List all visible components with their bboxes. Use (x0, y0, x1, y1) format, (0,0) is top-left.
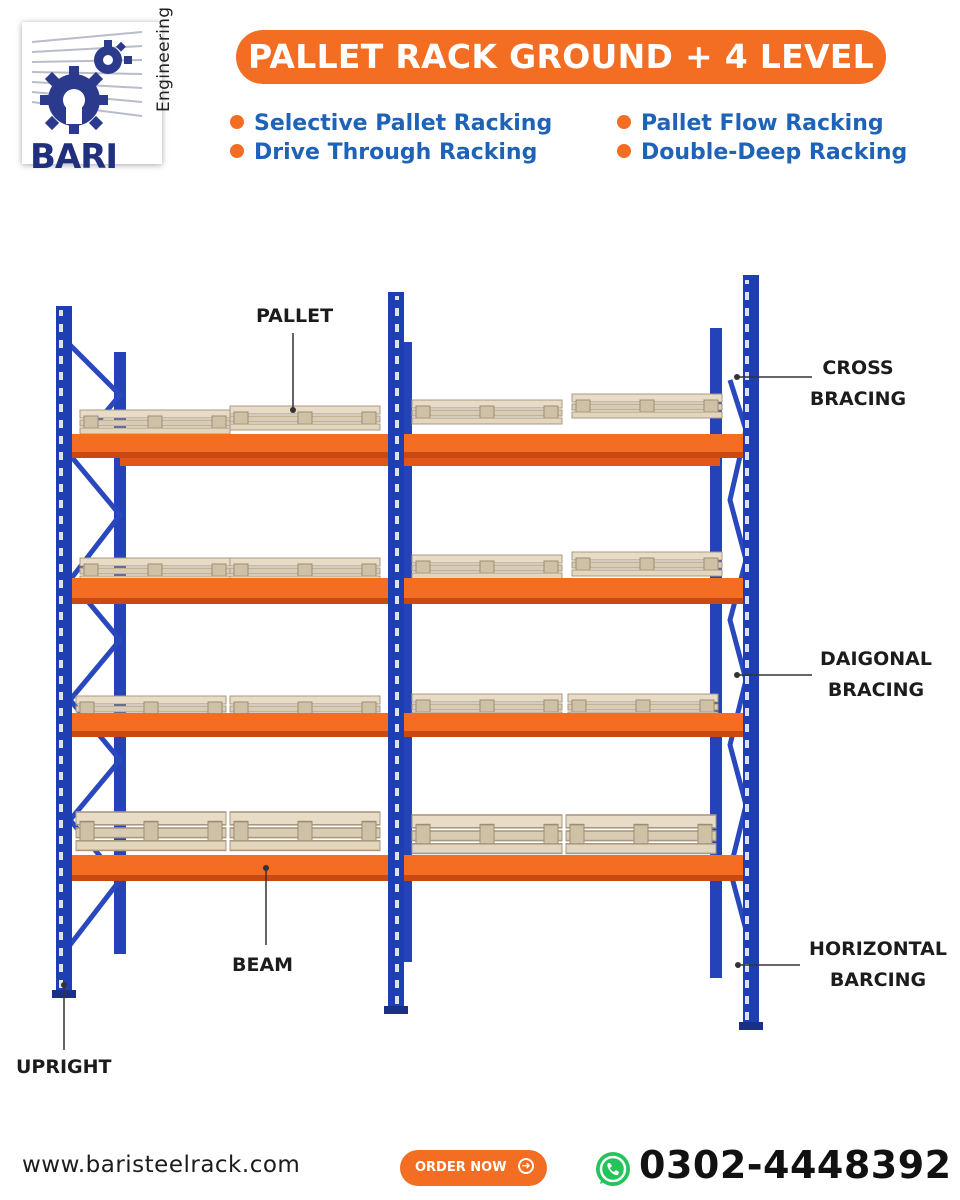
label-pallet: PALLET (256, 305, 334, 327)
label-upright: UPRIGHT (16, 1056, 112, 1078)
phone-number[interactable]: 0302-4448392 (639, 1143, 952, 1187)
label-diagonal-bracing: DAIGONAL BRACING (819, 648, 932, 701)
website-link[interactable]: www.baristeelrack.com (22, 1152, 301, 1178)
feature-item: Selective Pallet Racking (230, 110, 552, 138)
bullet-icon (617, 115, 631, 129)
label-beam: BEAM (232, 954, 294, 976)
order-now-label: ORDER NOW (415, 1160, 507, 1175)
bullet-icon (230, 115, 244, 129)
feature-item: Drive Through Racking (230, 139, 537, 167)
bullet-icon (230, 144, 244, 158)
arrow-right-icon: ➜ (518, 1158, 534, 1174)
whatsapp-icon[interactable] (594, 1150, 632, 1188)
label-horizontal-bracing: HORIZONTAL BARCING (809, 938, 947, 991)
feature-item: Double-Deep Racking (617, 139, 907, 167)
order-now-button[interactable]: ORDER NOW ➜ (400, 1150, 547, 1186)
label-cross-bracing: CROSS BRACING (809, 357, 907, 410)
logo-brand-name: BARI (30, 137, 118, 177)
feature-item: Pallet Flow Racking (617, 110, 884, 138)
brand-logo: BARI Engineering (22, 7, 174, 174)
gear-icon (31, 31, 143, 134)
page-title: PALLET RACK GROUND + 4 LEVEL (236, 30, 886, 84)
bullet-icon (617, 144, 631, 158)
